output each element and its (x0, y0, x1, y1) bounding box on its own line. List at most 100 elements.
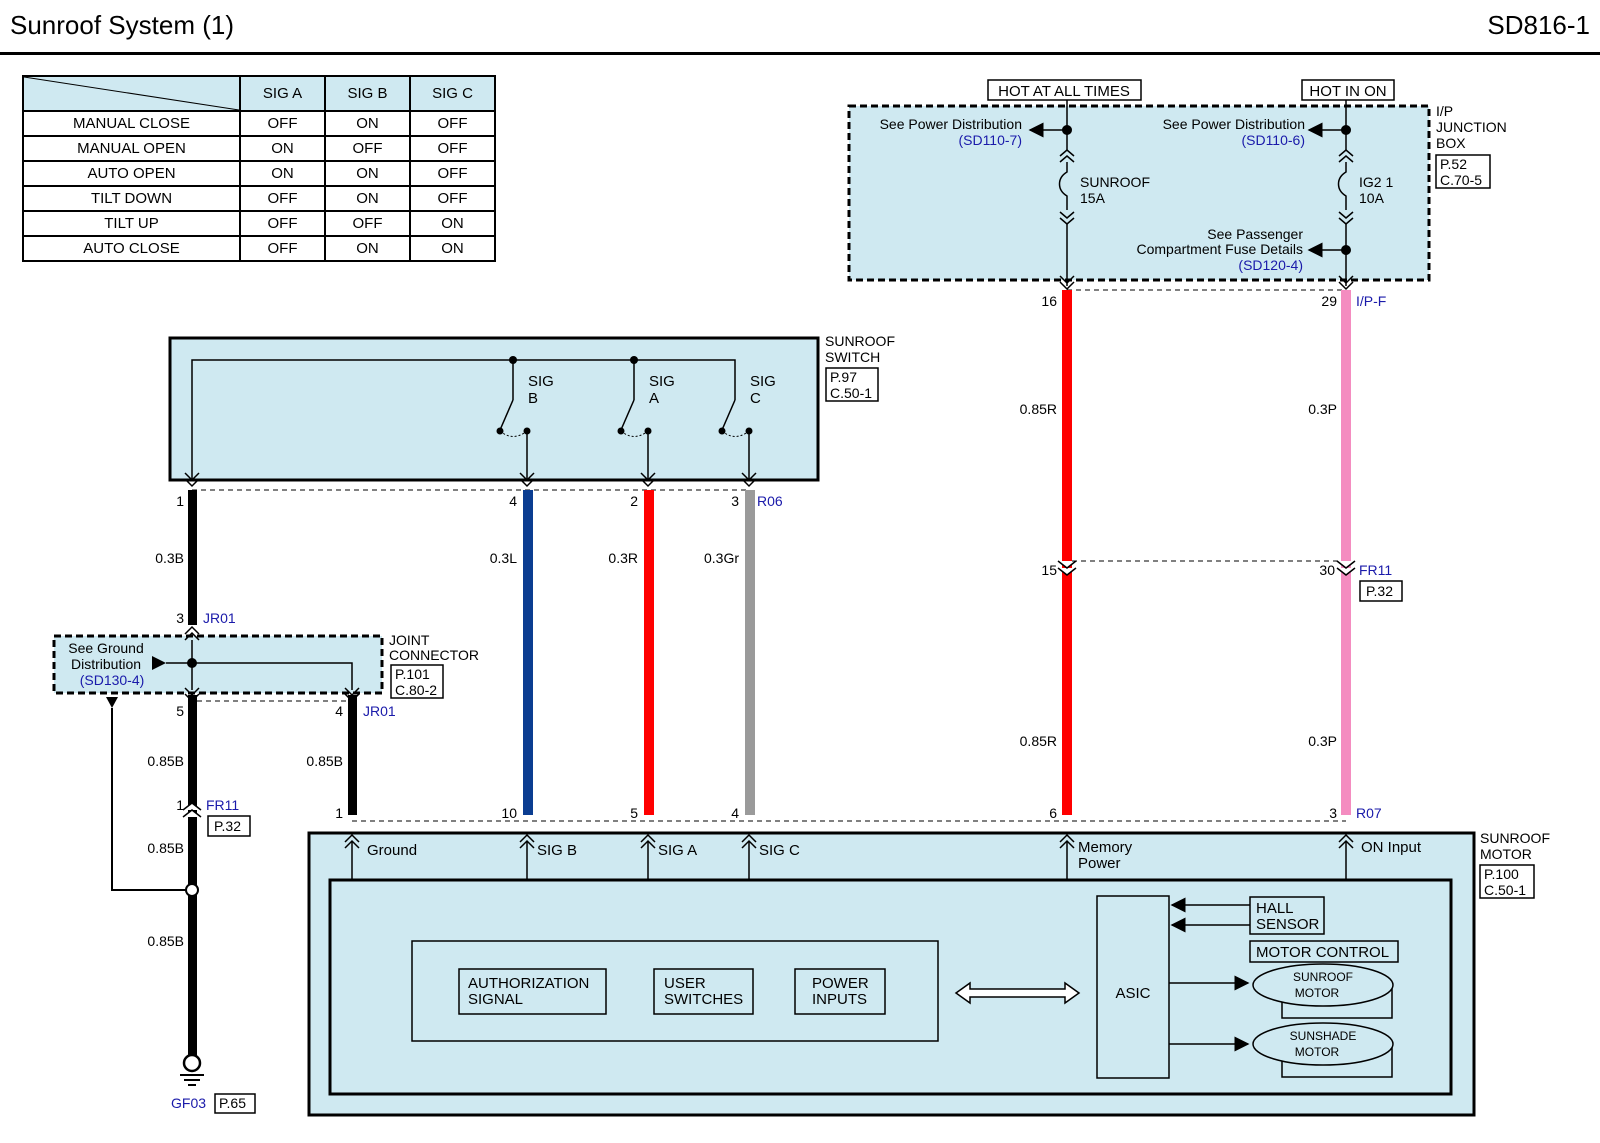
fuse-icon (1058, 162, 1068, 210)
row-label: TILT UP (22, 210, 241, 237)
cell: ON (409, 210, 496, 237)
connector-chevron (519, 472, 535, 488)
motor-control-label: MOTOR CONTROL (1256, 944, 1389, 961)
column-header: SIG B (324, 75, 411, 112)
cell: ON (409, 235, 496, 262)
arrow-right-icon (152, 656, 166, 670)
page-ref-box (214, 1093, 256, 1114)
switch-bus (191, 359, 736, 480)
page-ref: P.32 (214, 818, 241, 834)
motor-pin-label: Power (1078, 855, 1121, 872)
sunroof-motor-label-1: SUNROOF (1293, 970, 1353, 984)
joint-connector-panel (52, 634, 384, 695)
sig-c-label-1: SIG (750, 373, 776, 390)
wire-label: 0.85B (147, 840, 184, 856)
fuse-icon (1337, 162, 1347, 210)
hot-on-box (1301, 79, 1395, 101)
fuse-right-amp: 10A (1359, 190, 1385, 206)
sunshade-motor-icon (1252, 1022, 1394, 1078)
splice-dot (630, 356, 638, 364)
wire-gray (745, 490, 755, 815)
pin-label: 3 (176, 610, 184, 626)
see-power-left-ref[interactable]: (SD110-7) (958, 132, 1022, 148)
cell: OFF (239, 185, 326, 212)
pin-label: 2 (630, 493, 638, 509)
pin-label: 5 (630, 805, 638, 821)
pin-label: 5 (176, 703, 184, 719)
see-pass-2: Compartment Fuse Details (1136, 241, 1303, 257)
splice-dot (509, 356, 517, 364)
connector-chevron (184, 472, 200, 488)
see-pass-ref[interactable]: (SD120-4) (1238, 257, 1303, 273)
connector-chevron (1338, 275, 1354, 291)
asic-box (1096, 895, 1170, 1079)
connector-chevron (182, 802, 202, 818)
fuse-left-name: SUNROOF (1080, 174, 1150, 190)
junction-box-name-1: I/P (1436, 103, 1453, 119)
wire-label: 0.3P (1308, 401, 1337, 417)
switch-sig-c (718, 399, 753, 480)
connector-name: JR01 (363, 703, 396, 719)
connector-chevron (184, 625, 200, 641)
motor-pin-label: SIG C (759, 842, 800, 859)
row-label: TILT DOWN (22, 185, 241, 212)
pin-label: 4 (509, 493, 517, 509)
diagram-code: SD816-1 (1487, 10, 1590, 40)
pin-label: 6 (1049, 805, 1057, 821)
pin-label: 15 (1041, 562, 1057, 578)
connector-name: JR01 (203, 610, 236, 626)
fuse-left-amp: 15A (1080, 190, 1106, 206)
motor-name-1: SUNROOF (1480, 830, 1550, 846)
connector-chevron (1059, 149, 1075, 163)
sig-c-label-2: C (750, 390, 761, 407)
page-ref-box (1359, 580, 1403, 602)
asic-label: ASIC (1115, 985, 1150, 1002)
cell: ON (239, 135, 326, 162)
row-label: MANUAL CLOSE (22, 110, 241, 137)
connector-name: I/P-F (1356, 293, 1386, 309)
connector-chevron (1336, 560, 1356, 576)
hall-sensor-label-2: SENSOR (1256, 916, 1320, 933)
wire-black (188, 490, 197, 625)
connector-chevron (344, 687, 360, 703)
see-power-right-ref[interactable]: (SD110-6) (1241, 132, 1305, 148)
wire-label: 0.3Gr (704, 550, 739, 566)
hot-all-box (987, 79, 1142, 101)
cell: OFF (409, 160, 496, 187)
see-ground-ref[interactable]: (SD130-4) (80, 672, 145, 688)
pin-label: 16 (1041, 293, 1057, 309)
title-bar: Sunroof System (1) SD816-1 (0, 0, 1600, 55)
cell: OFF (409, 110, 496, 137)
joint-connector-code: C.80-2 (395, 682, 437, 698)
user-switches-label-1: USER (664, 975, 706, 992)
see-ground-1: See Ground (68, 640, 144, 656)
wire-label: 0.85B (306, 753, 343, 769)
motor-pin-label: SIG A (658, 842, 697, 859)
hot-on-label: HOT IN ON (1309, 83, 1386, 100)
connector-chevron (741, 472, 757, 488)
connector-chevron (1057, 560, 1077, 576)
motor-control-box (1249, 940, 1399, 963)
page-ref-box (207, 815, 251, 837)
double-arrow-icon (954, 981, 1081, 1005)
page-ref: P.65 (219, 1095, 246, 1111)
cell: ON (324, 235, 411, 262)
cell: OFF (324, 135, 411, 162)
cell: OFF (409, 135, 496, 162)
sig-a-label-2: A (649, 390, 659, 407)
table-corner (22, 75, 241, 112)
wire-label: 0.85R (1020, 733, 1057, 749)
cell: OFF (239, 235, 326, 262)
sig-b-label-2: B (528, 390, 538, 407)
pin-label: 1 (176, 493, 184, 509)
see-pass-1: See Passenger (1207, 226, 1303, 242)
joint-line (192, 662, 353, 690)
pin-label: 1 (176, 797, 184, 813)
connector-chevron (184, 687, 200, 703)
cell: OFF (239, 110, 326, 137)
user-switches-label-2: SWITCHES (664, 991, 743, 1008)
